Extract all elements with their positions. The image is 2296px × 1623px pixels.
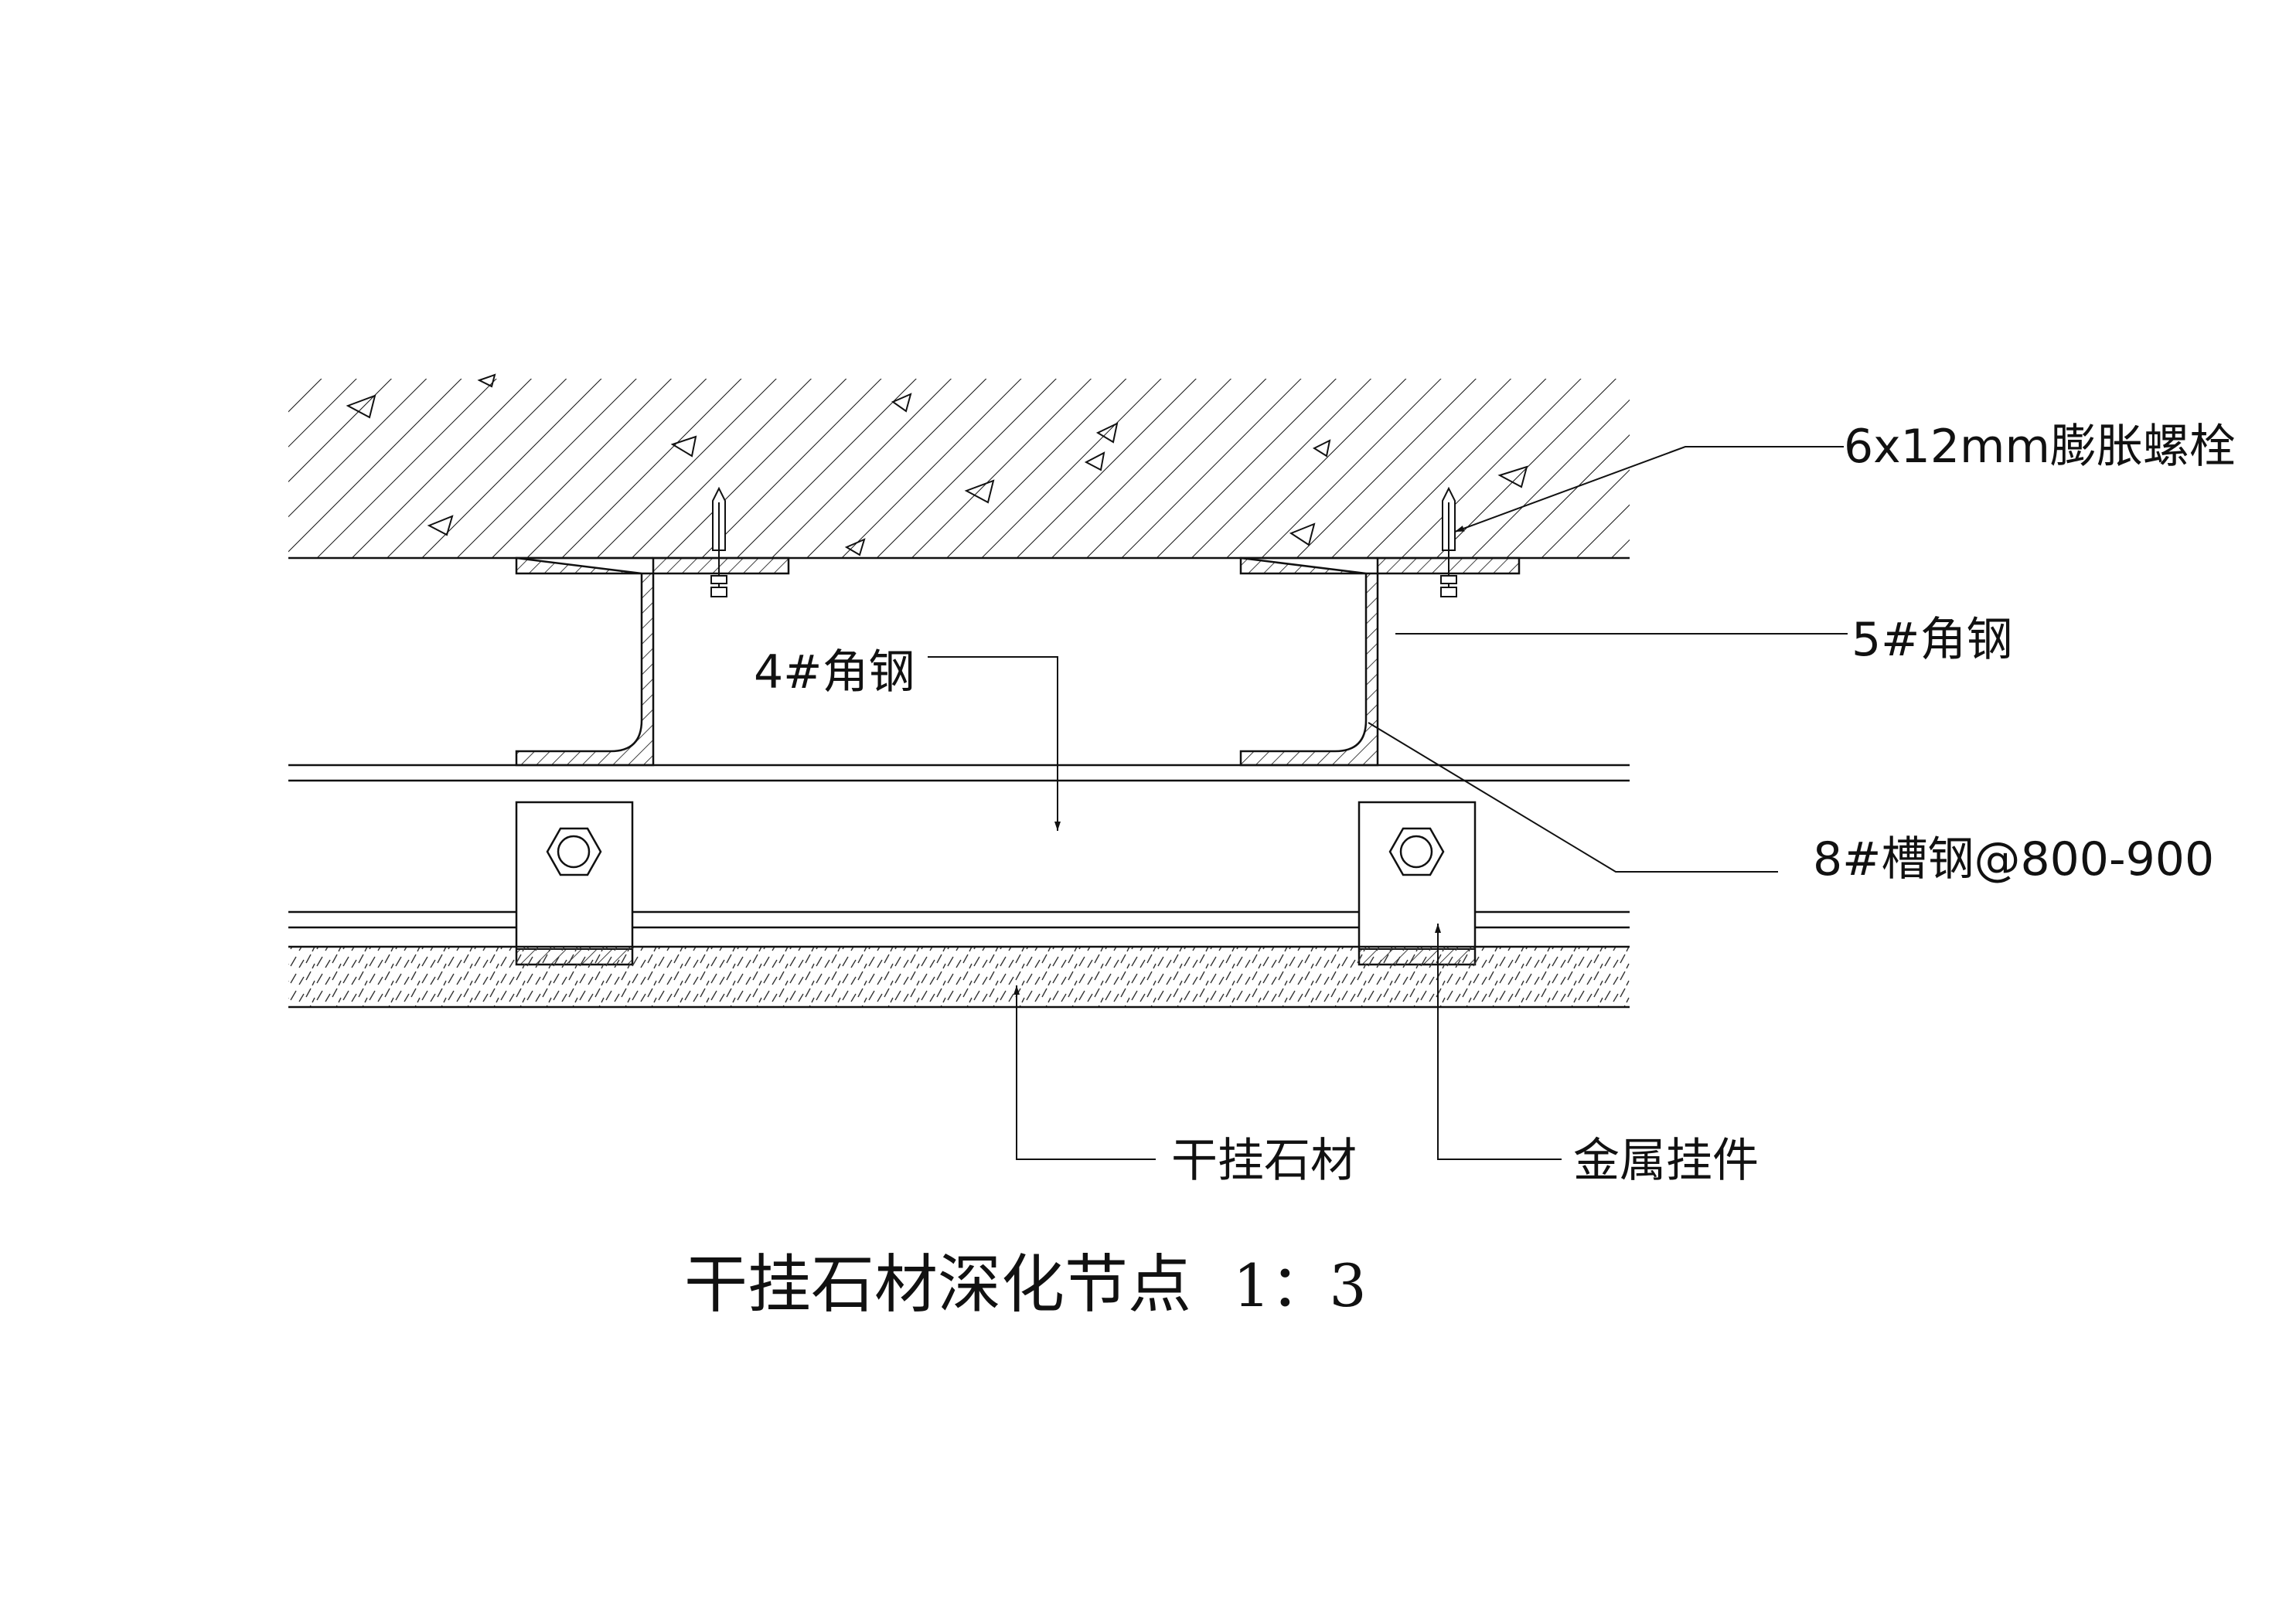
metal-hanger-left [515,801,634,966]
drawing-title: 干挂石材深化节点 [684,1248,1191,1322]
leader-lines [928,446,1848,1160]
concrete-slab [288,373,1630,560]
leader-hanger [1435,924,1562,1160]
leader-channel8 [1368,722,1778,873]
stone-panel [288,945,1630,1009]
expansion-bolt-right [1440,486,1457,597]
aggregate-marks [346,373,1528,556]
hex-nut-icon [1388,827,1445,876]
label-bolt: 6x12mm膨胀螺栓 [1844,420,2236,474]
label-channel8: 8#槽钢@800-900 [1813,832,2214,886]
expansion-bolt-left [710,486,727,597]
leader-angle4 [928,656,1061,831]
drawing-scale: 1：3 [1233,1251,1367,1320]
label-angle5: 5#角钢 [1851,613,2012,667]
hex-nut-icon [546,827,602,876]
angle-steel-left [515,556,790,767]
angle-steel-right [1239,556,1521,767]
leader-bolt [1454,446,1844,532]
label-stone: 干挂石材 [1171,1134,1357,1188]
metal-hanger-right [1358,801,1477,966]
label-hanger: 金属挂件 [1573,1134,1759,1188]
leader-stone [1013,985,1156,1160]
label-angle4: 4#角钢 [754,645,915,699]
